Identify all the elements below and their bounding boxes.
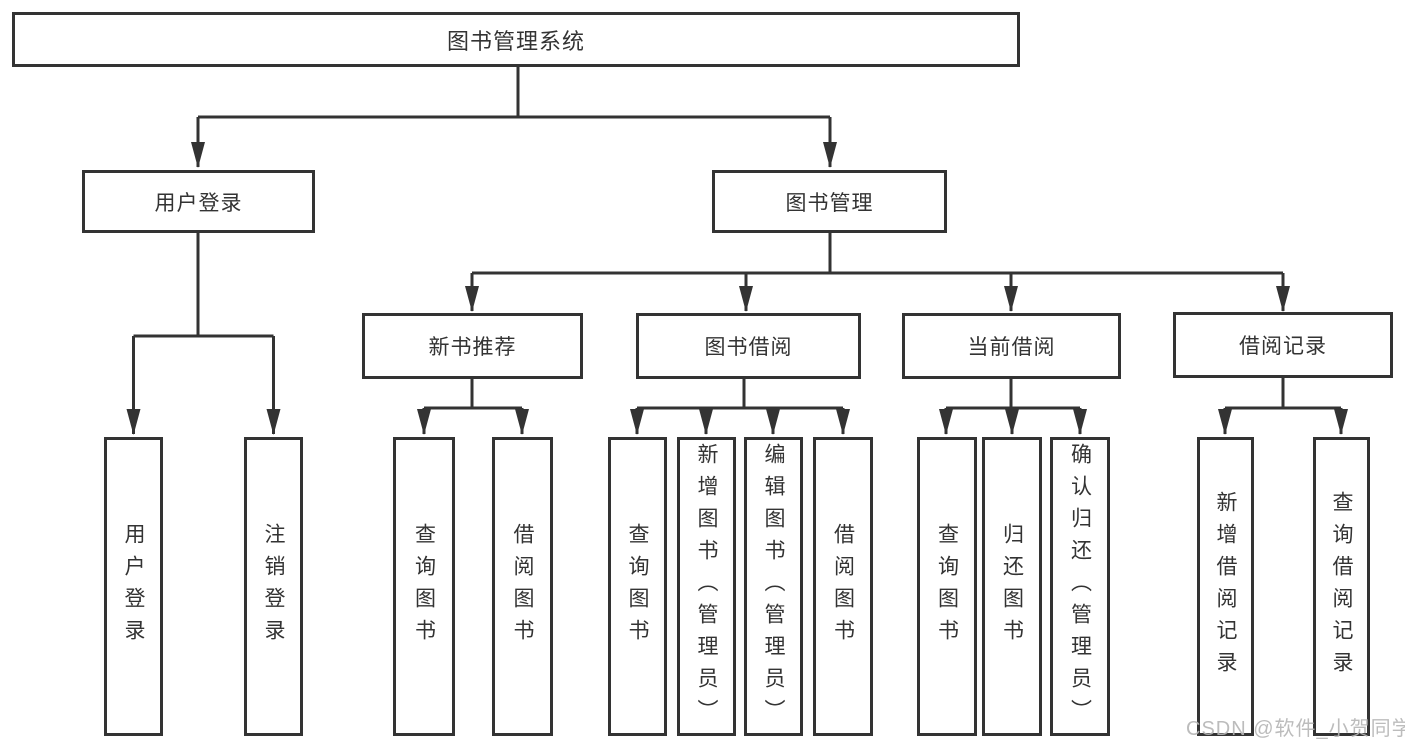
node-label: 借阅记录	[1239, 335, 1327, 358]
leaf-borrow-books-recommend: 借阅图书	[492, 437, 553, 736]
node-label: 用户登录	[154, 191, 243, 215]
leaf-query-books-recommend: 查询图书	[393, 437, 455, 736]
edge-user-login-trunk	[133, 233, 274, 338]
leaf-confirm-return-admin: 确认归还（管理员）	[1050, 437, 1110, 736]
leaf-query-borrow-record: 查询借阅记录	[1313, 437, 1370, 736]
leaf-label: 归还图书	[1000, 522, 1024, 651]
node-label: 图书管理系统	[446, 28, 585, 54]
leaf-label: 借阅图书	[511, 522, 534, 651]
leaf-label: 注销登录	[262, 522, 285, 651]
leaf-label: 借阅图书	[831, 522, 855, 651]
edge-root-trunk	[198, 67, 830, 119]
node-label: 图书借阅	[704, 336, 793, 359]
leaf-label: 查询借阅记录	[1330, 490, 1353, 683]
leaf-label: 确认归还（管理员）	[1068, 442, 1092, 731]
node-book-management: 图书管理	[712, 170, 947, 233]
leaf-return-books: 归还图书	[982, 437, 1042, 736]
node-label: 当前借阅	[967, 336, 1056, 359]
leaf-borrow-books: 借阅图书	[813, 437, 873, 736]
node-library-management-system: 图书管理系统	[12, 12, 1020, 67]
leaf-add-books-admin: 新增图书（管理员）	[677, 437, 736, 736]
leaf-label: 查询图书	[935, 522, 959, 651]
node-book-borrow: 图书借阅	[636, 313, 861, 379]
edge-current-trunk	[946, 379, 1080, 410]
leaf-query-books-borrow: 查询图书	[608, 437, 667, 736]
leaf-label: 新增借阅记录	[1214, 490, 1237, 683]
node-user-login: 用户登录	[82, 170, 315, 233]
node-current-borrow: 当前借阅	[902, 313, 1121, 379]
leaf-label: 用户登录	[122, 522, 145, 651]
csdn-watermark: CSDN @软件_小贺同学	[1186, 718, 1405, 740]
edge-recommend-trunk	[424, 379, 522, 410]
leaf-label: 查询图书	[626, 522, 649, 651]
leaf-query-books-current: 查询图书	[917, 437, 977, 736]
leaf-edit-books-admin: 编辑图书（管理员）	[744, 437, 803, 736]
leaf-label: 新增图书（管理员）	[695, 442, 718, 731]
node-new-book-recommend: 新书推荐	[362, 313, 583, 379]
leaf-label: 查询图书	[412, 522, 436, 651]
leaf-user-login: 用户登录	[104, 437, 163, 736]
edge-borrow-trunk	[637, 379, 843, 410]
node-label: 新书推荐	[428, 336, 517, 359]
edge-records-trunk	[1225, 378, 1341, 410]
leaf-add-borrow-record: 新增借阅记录	[1197, 437, 1254, 736]
node-borrow-records: 借阅记录	[1173, 312, 1393, 378]
leaf-logout: 注销登录	[244, 437, 303, 736]
leaf-label: 编辑图书（管理员）	[762, 442, 785, 731]
edge-book-management-trunk	[472, 233, 1283, 275]
node-label: 图书管理	[785, 191, 874, 215]
